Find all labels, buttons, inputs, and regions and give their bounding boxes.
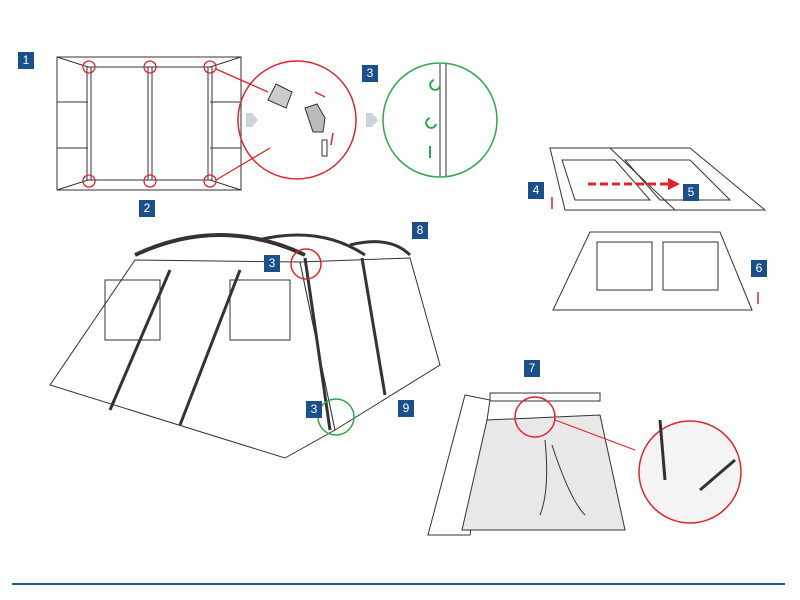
step-1-badge: 1 bbox=[18, 52, 34, 69]
step-7-badge: 7 bbox=[524, 360, 540, 377]
footer-divider bbox=[12, 583, 785, 585]
step-3-badge: 3 bbox=[362, 65, 378, 82]
step-5-badge: 5 bbox=[683, 184, 699, 201]
arrow-icon bbox=[246, 113, 378, 127]
tent-illustration bbox=[49, 233, 441, 459]
step-8-badge: 8 bbox=[412, 222, 428, 239]
step-6-badge: 6 bbox=[751, 260, 767, 277]
step-9-badge: 9 bbox=[398, 400, 414, 417]
door-panel-diagram bbox=[427, 392, 742, 536]
step-2-badge: 2 bbox=[139, 200, 155, 217]
step-4-badge: 4 bbox=[528, 182, 544, 199]
step-3-badge: 3 bbox=[306, 401, 322, 418]
step-3-badge: 3 bbox=[264, 255, 280, 272]
pole-clip-detail bbox=[382, 62, 498, 178]
pole-connection-detail bbox=[237, 60, 357, 180]
window-panel-top bbox=[549, 147, 767, 211]
window-panel-bottom bbox=[552, 231, 759, 311]
floor-plan-diagram bbox=[56, 56, 271, 191]
